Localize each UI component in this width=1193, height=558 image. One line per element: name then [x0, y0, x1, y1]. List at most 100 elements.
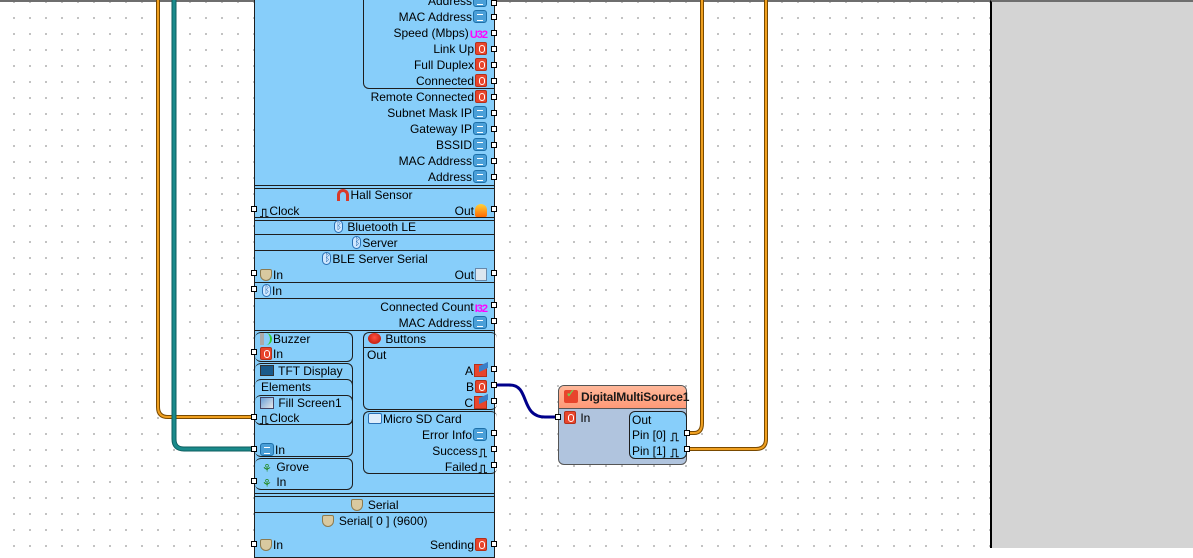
divider: [255, 217, 494, 221]
component-header[interactable]: DigitalMultiSource1: [559, 386, 689, 409]
monitor-icon: [260, 365, 274, 377]
text-icon: [473, 316, 487, 330]
tft-display-title: TFT Display: [259, 363, 343, 379]
bool-icon: [564, 411, 576, 425]
divider: [255, 282, 494, 283]
serial-in: In: [259, 537, 283, 553]
bool-icon: [260, 347, 272, 361]
dms-out-block: Out Pin [0] ⎍ Pin [1] ⎍: [629, 411, 687, 461]
divider: [255, 298, 494, 299]
ble-serial-icon: [322, 251, 332, 267]
tft-elements-label: Elements: [261, 380, 312, 394]
output-speed: Speed (Mbps)U32: [393, 26, 488, 42]
pin-dms-pin0[interactable]: [684, 430, 690, 436]
pin-gateway-ip[interactable]: [491, 126, 497, 132]
pin-bssid[interactable]: [491, 142, 497, 148]
divider: [364, 347, 494, 348]
i32-icon: I32: [474, 303, 488, 316]
vine-icon: ⚘: [262, 478, 272, 491]
buzzer-in: In: [259, 346, 283, 362]
clock-icon: ⎍: [478, 446, 487, 461]
pin-hall-clock[interactable]: [251, 206, 257, 212]
output-address-outer: Address: [428, 169, 488, 185]
u32-icon: U32: [469, 29, 488, 42]
connected-count-output: Connected CountI32: [380, 300, 488, 316]
text-icon: [473, 170, 487, 184]
pin-tft-in[interactable]: [251, 446, 257, 452]
divider: [255, 493, 494, 497]
speaker-icon: [260, 332, 272, 345]
pin-bluetooth-mac[interactable]: [491, 318, 497, 324]
hall-sensor-title: Hall Sensor: [255, 187, 494, 203]
dms-out-label: Out: [632, 413, 652, 427]
pin-micro-sd-error[interactable]: [491, 430, 497, 436]
dms-pin0-output: Pin [0] ⎍: [632, 428, 679, 445]
fill-screen-icon: [260, 396, 274, 409]
side-panel: [990, 0, 1193, 548]
pin-address-outer[interactable]: [491, 174, 497, 180]
red-button-icon: [368, 333, 381, 345]
bool-check-icon: [474, 396, 487, 410]
digital-multi-source-component[interactable]: DigitalMultiSource1 In Out Pin [0] ⎍ Pin…: [558, 385, 689, 465]
board-component[interactable]: Address MAC Address Speed (Mbps)U32 Link…: [254, 0, 497, 558]
output-address-inner: Address: [428, 0, 488, 9]
text-icon: [473, 428, 487, 442]
pin-connected-count[interactable]: [491, 302, 497, 308]
pin-micro-sd-failed[interactable]: [491, 462, 497, 468]
output-link-up: Link Up: [433, 41, 488, 57]
network-sub-block: [363, 0, 495, 89]
pin-hall-out[interactable]: [491, 206, 497, 212]
pin-buzzer-in[interactable]: [251, 349, 257, 355]
button-a-output: A: [465, 363, 488, 379]
output-full-duplex: Full Duplex: [414, 57, 488, 73]
button-c-output: C: [464, 395, 488, 411]
bool-icon: [475, 42, 487, 56]
pin-micro-sd-success[interactable]: [491, 446, 497, 452]
pin-ble-serial-in[interactable]: [251, 270, 257, 276]
pin-connected[interactable]: [491, 78, 497, 84]
vine-icon: ⚘: [262, 463, 272, 476]
pin-button-a[interactable]: [491, 366, 497, 372]
bluetooth-icon: [333, 219, 343, 235]
buzzer-title: Buzzer: [259, 331, 310, 347]
pin-remote-connected[interactable]: [491, 94, 497, 100]
text-icon: [473, 122, 487, 136]
pin-serial-sending[interactable]: [491, 541, 497, 547]
text-icon: [473, 106, 487, 120]
pin-link-up[interactable]: [491, 46, 497, 52]
serial-sending: Sending: [430, 537, 488, 553]
pin-mac-address-inner[interactable]: [491, 14, 497, 20]
pin-dms-pin1[interactable]: [684, 446, 690, 452]
pin-ble-serial-out[interactable]: [491, 270, 497, 276]
fill-screen-block: [255, 395, 353, 425]
pin-subnet-mask[interactable]: [491, 110, 497, 116]
pin-serial-in[interactable]: [251, 541, 257, 547]
pin-bluetooth-in[interactable]: [251, 286, 257, 292]
ble-serial-out: Out: [455, 267, 488, 283]
fill-screen-title: Fill Screen1: [259, 395, 342, 411]
clock-icon: ⎍: [260, 413, 269, 428]
pin-dms-in[interactable]: [555, 414, 561, 420]
bool-icon: [475, 90, 487, 104]
serial-channel-title: Serial[ 0 ] (9600): [255, 513, 494, 529]
pin-grove-in[interactable]: [251, 478, 257, 484]
pin-button-c[interactable]: [491, 398, 497, 404]
serial-port-icon: [351, 498, 364, 511]
pin-speed[interactable]: [491, 30, 497, 36]
clock-icon: ⎍: [670, 446, 679, 461]
micro-sd-error-info: Error Info: [422, 427, 488, 443]
bool-icon: [475, 74, 487, 88]
binary-data-icon: [475, 268, 487, 282]
micro-sd-success: Success⎍: [432, 444, 487, 461]
pin-address-inner[interactable]: [491, 0, 497, 6]
pin-fill-screen-clock[interactable]: [251, 414, 257, 420]
bluetooth-server-title: Server: [255, 235, 494, 251]
divider: [255, 185, 494, 189]
pin-mac-address-outer[interactable]: [491, 158, 497, 164]
hall-sensor-clock-input: ⎍Clock: [260, 204, 300, 221]
divider: [255, 512, 494, 513]
pin-full-duplex[interactable]: [491, 62, 497, 68]
bluetooth-mac-output: MAC Address: [399, 315, 488, 331]
pin-button-b[interactable]: [491, 382, 497, 388]
ble-serial-title: BLE Server Serial: [255, 251, 494, 267]
